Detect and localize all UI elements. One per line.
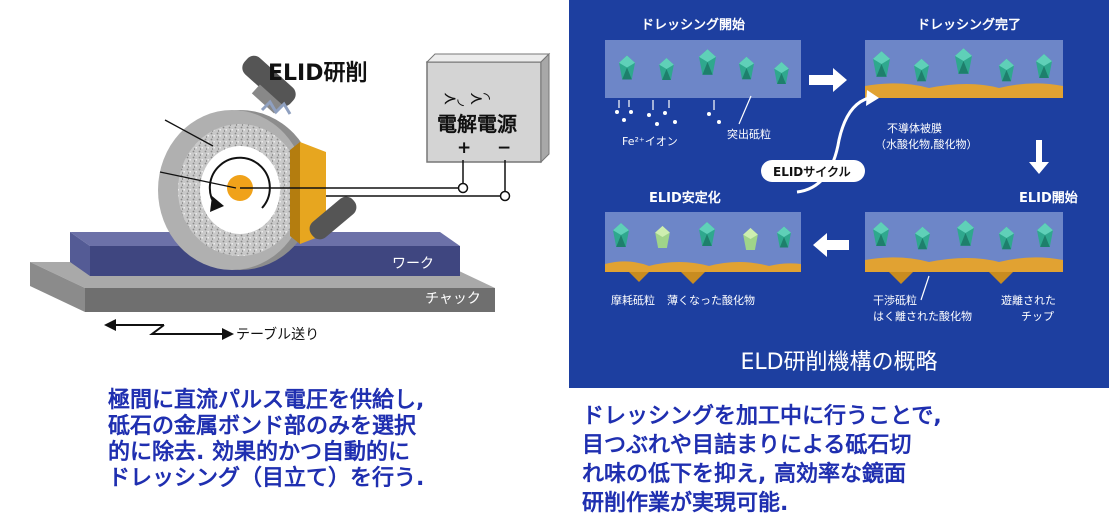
elid-grinding-title: ELID研削: [268, 61, 368, 86]
leader-line: [920, 275, 930, 301]
wire-minus: [326, 160, 506, 197]
stage-elid-start-title: ELID開始: [1019, 190, 1078, 206]
elid-mechanism-diagram: ドレッシング開始 Fe²⁺イオン 突出砥粒 ドレッシング完了: [605, 17, 1078, 375]
elid-cycle-badge: [761, 160, 865, 182]
terminal-node: [457, 182, 469, 194]
terminal-node: [499, 190, 511, 202]
released-chip-sublabel: チップ: [1021, 310, 1054, 323]
right-caption-line: れ味の低下を抑え, 高効率な鏡面: [582, 462, 907, 487]
plus-terminal-label: +: [457, 138, 471, 158]
leader-line: [164, 119, 214, 147]
table-feed-arrow: [104, 319, 234, 340]
elid-cycle-label: ELIDサイクル: [773, 165, 851, 179]
stage-elid-stable-title: ELID安定化: [649, 190, 721, 206]
panel-dressing-complete: [865, 40, 1063, 98]
wire-plus: [240, 160, 464, 189]
leader-line: [159, 171, 237, 189]
elid-apparatus-diagram: ワーク チャック ELID研削 ≻◟ ≻◝ 電解電源 + −: [30, 52, 551, 343]
elid-mechanism-panel: ドレッシング開始 Fe²⁺イオン 突出砥粒 ドレッシング完了: [569, 0, 1109, 388]
worn-grain-label: 摩耗砥粒: [611, 293, 655, 307]
stage-dressing-start-title: ドレッシング開始: [641, 17, 745, 33]
arrow-down: [1029, 140, 1049, 174]
grinding-wheel: [158, 110, 316, 270]
left-caption-line: 砥石の金属ボンド部のみを選択: [108, 414, 417, 439]
left-caption-line: 極間に直流パルス電圧を供給し,: [108, 388, 425, 413]
insulating-film-sublabel: （水酸化物,酸化物）: [875, 137, 978, 151]
released-chip-label: 遊離された: [1001, 293, 1056, 307]
power-supply-label: 電解電源: [437, 112, 517, 136]
left-caption-line: ドレッシング（目立て）を行う.: [108, 466, 425, 491]
stage-dressing-complete-title: ドレッシング完了: [917, 17, 1021, 33]
right-caption-line: ドレッシングを加工中に行うことで,: [582, 404, 942, 429]
arrow-right: [809, 68, 847, 92]
interfering-grain-label: 干渉砥粒: [873, 293, 917, 307]
left-caption-line: 的に除去. 効果的かつ自動的に: [108, 440, 411, 465]
work-label: ワーク: [392, 256, 434, 272]
right-caption: ドレッシングを加工中に行うことで, 目つぶれや目詰まりによる砥石切 れ味の低下を…: [582, 402, 942, 518]
panel-elid-stable: [605, 212, 801, 284]
insulating-film-label: 不導体被膜: [887, 121, 942, 135]
minus-terminal-label: −: [497, 138, 511, 158]
right-caption-line: 研削作業が実現可能.: [582, 491, 789, 516]
power-switch-icons: ≻◟ ≻◝: [443, 89, 490, 109]
left-caption: 極間に直流パルス電圧を供給し, 砥石の金属ボンド部のみを選択 的に除去. 効果的…: [108, 388, 424, 492]
elid-cycle-curve: [796, 96, 870, 194]
panel-dressing-start: [605, 40, 801, 126]
fe-ion-label: Fe²⁺イオン: [622, 135, 678, 148]
peeled-oxide-label: はく離された酸化物: [873, 309, 972, 323]
chuck-label: チャック: [425, 291, 481, 307]
thin-oxide-label: 薄くなった酸化物: [667, 293, 755, 307]
protruding-grain-label: 突出砥粒: [727, 127, 771, 141]
arrow-left: [813, 233, 849, 257]
table-feed-label: テーブル送り: [236, 326, 319, 343]
panel-elid-start: [865, 212, 1063, 284]
coolant-nozzle: [309, 196, 357, 240]
right-caption-line: 目つぶれや目詰まりによる砥石切: [582, 433, 912, 458]
elid-cycle-arrowhead: [866, 90, 879, 106]
mechanism-title: ELD研削機構の概略: [740, 350, 937, 375]
upper-brush-nozzle: [242, 55, 296, 115]
power-supply-box: ≻◟ ≻◝ 電解電源 + −: [425, 52, 551, 164]
